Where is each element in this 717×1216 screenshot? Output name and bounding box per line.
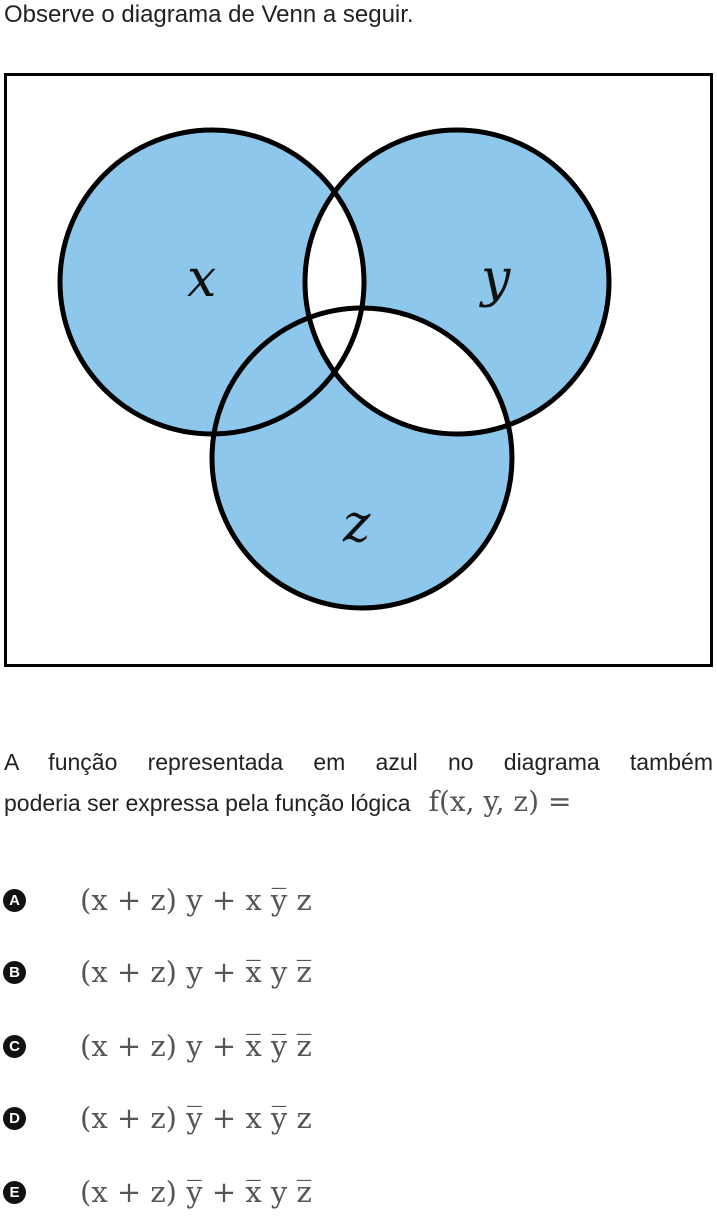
- option-a[interactable]: A (x + z) y + x y̅ z: [0, 880, 700, 924]
- label-z: z: [342, 494, 371, 554]
- option-e-badge: E: [3, 1181, 26, 1204]
- circle-y-outline: [302, 127, 612, 437]
- option-c[interactable]: C (x + z) y + x̅ y̅ z̅: [0, 1026, 700, 1070]
- option-c-expression: (x + z) y + x̅ y̅ z̅: [80, 1029, 312, 1063]
- option-b-badge: B: [3, 961, 26, 984]
- venn-svg: x y z: [57, 127, 612, 611]
- option-c-badge: C: [3, 1035, 26, 1058]
- question-line-1: A função representada em azul no diagram…: [4, 749, 713, 775]
- option-d-badge: D: [3, 1107, 26, 1130]
- option-b[interactable]: B (x + z) y + x̅ y z̅: [0, 952, 700, 996]
- option-a-expression: (x + z) y + x y̅ z: [80, 883, 312, 917]
- option-e-expression: (x + z) y̅ + x̅ y z̅: [80, 1175, 312, 1209]
- function-expression: f(x, y, z) =: [428, 785, 572, 818]
- option-d[interactable]: D (x + z) y̅ + x y̅ z: [0, 1098, 700, 1142]
- circle-z-outline: [209, 305, 515, 611]
- question-text: A função representada em azul no diagram…: [4, 742, 713, 823]
- region-y-and-z: [305, 308, 512, 434]
- option-a-badge: A: [3, 889, 26, 912]
- question-line-2: poderia ser expressa pela função lógica f…: [4, 782, 713, 823]
- option-d-expression: (x + z) y̅ + x y̅ z: [80, 1101, 312, 1135]
- venn-diagram: x y z: [4, 73, 713, 667]
- label-y: y: [479, 249, 511, 309]
- label-x: x: [187, 249, 216, 309]
- option-b-expression: (x + z) y + x̅ y z̅: [80, 955, 312, 989]
- intro-text: Observe o diagrama de Venn a seguir.: [4, 1, 414, 28]
- question-line-2-text: poderia ser expressa pela função lógica: [4, 790, 411, 816]
- option-e[interactable]: E (x + z) y̅ + x̅ y z̅: [0, 1172, 700, 1216]
